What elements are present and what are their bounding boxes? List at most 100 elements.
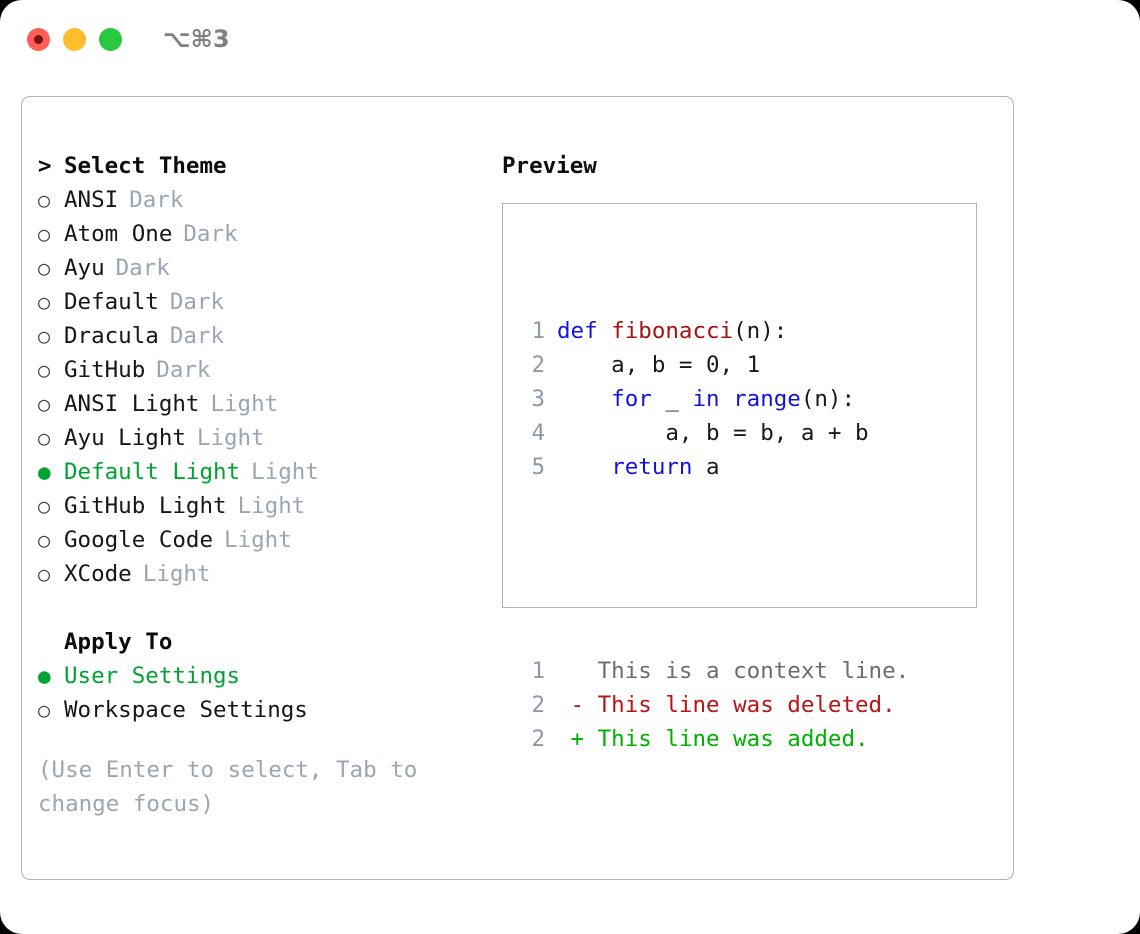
theme-item[interactable]: ○ Dracula Dark [38, 319, 488, 353]
diff-line: 2 + This line was added. [519, 722, 909, 756]
theme-item[interactable]: ○ ANSI Dark [38, 183, 488, 217]
apply-to-item-label: Workspace Settings [64, 697, 308, 723]
code-token: a, b = b, a + b [557, 420, 869, 446]
diff-line: 2 - This line was deleted. [519, 688, 909, 722]
theme-item-label: Default Light [64, 459, 241, 485]
theme-item[interactable]: ○ Atom One Dark [38, 217, 488, 251]
diff-line-number: 2 [531, 726, 545, 752]
radio-unselected-icon: ○ [38, 494, 51, 518]
theme-item-variant-tag: Light [237, 493, 306, 519]
radio-unselected-icon: ○ [38, 256, 51, 280]
theme-item[interactable]: ○ Default Dark [38, 285, 488, 319]
close-button[interactable] [27, 27, 50, 51]
code-line-number: 4 [531, 420, 545, 446]
theme-item-label: Google Code [64, 527, 214, 553]
code-token: def [557, 318, 612, 344]
radio-unselected-icon: ○ [38, 562, 51, 586]
radio-unselected-icon: ○ [38, 324, 51, 348]
code-token [720, 382, 734, 416]
code-token [557, 450, 611, 484]
code-token: (n): [733, 318, 788, 344]
keyboard-hint-text: (Use Enter to select, Tab to change focu… [38, 757, 431, 817]
theme-item-label: Default [64, 289, 159, 315]
code-token: a [692, 454, 720, 480]
select-theme-heading-label: Select Theme [64, 153, 227, 179]
apply-to-item-label: User Settings [64, 663, 241, 689]
apply-to-list: ● User Settings ○ Workspace Settings [38, 659, 488, 727]
theme-item-variant-tag: Dark [183, 221, 238, 247]
apply-to-heading-label: Apply To [64, 629, 173, 655]
code-token: return [611, 454, 693, 480]
code-token: in [692, 386, 720, 412]
code-diff-spacer [519, 552, 909, 586]
radio-unselected-icon: ○ [38, 698, 51, 722]
theme-item-label: XCode [64, 561, 132, 587]
radio-unselected-icon: ○ [38, 188, 51, 212]
theme-item-label: ANSI [64, 187, 119, 213]
code-line-number: 5 [531, 454, 545, 480]
theme-item-label: Ayu Light [64, 425, 186, 451]
radio-unselected-icon: ○ [38, 222, 51, 246]
apply-to-item[interactable]: ○ Workspace Settings [38, 693, 488, 727]
diff-line: 1 This is a context line. [519, 654, 909, 688]
radio-selected-icon: ● [38, 460, 51, 484]
preview-title: Preview [502, 153, 597, 179]
code-line-number: 3 [531, 386, 545, 412]
code-line: 2 a, b = 0, 1 [519, 348, 909, 382]
diff-line-text: This is a context line. [557, 658, 910, 684]
code-line: 5 return a [519, 450, 909, 484]
theme-item[interactable]: ○ GitHub Light Light [38, 489, 488, 523]
radio-unselected-icon: ○ [38, 528, 51, 552]
apply-to-item[interactable]: ● User Settings [38, 659, 488, 693]
theme-item-variant-tag: Dark [156, 357, 211, 383]
theme-item-variant-tag: Light [196, 425, 265, 451]
code-token: fibonacci [611, 318, 734, 344]
diff-sample: 1 This is a context line.2 - This line w… [519, 654, 909, 756]
traffic-light-buttons [27, 27, 122, 51]
code-line: 4 a, b = b, a + b [519, 416, 909, 450]
theme-item[interactable]: ● Default Light Light [38, 455, 488, 489]
radio-selected-icon: ● [38, 664, 51, 688]
code-line-number: 1 [531, 318, 545, 344]
theme-item-label: Dracula [64, 323, 159, 349]
code-line: 3 for _ in range(n): [519, 382, 909, 416]
code-token: a, b = 0, 1 [557, 352, 761, 378]
theme-item[interactable]: ○ XCode Light [38, 557, 488, 591]
diff-line-number: 2 [531, 692, 545, 718]
diff-line-number: 1 [531, 658, 545, 684]
radio-unselected-icon: ○ [38, 392, 51, 416]
theme-item-variant-tag: Light [142, 561, 211, 587]
section-spacer [38, 591, 488, 625]
code-line: 1 def fibonacci(n): [519, 314, 909, 348]
diff-line-text: + This line was added. [557, 726, 869, 752]
apply-to-heading: Apply To [38, 625, 488, 659]
theme-item[interactable]: ○ ANSI Light Light [38, 387, 488, 421]
theme-item-variant-tag: Dark [115, 255, 170, 281]
theme-item-label: ANSI Light [64, 391, 200, 417]
theme-item-variant-tag: Light [210, 391, 279, 417]
minimize-button[interactable] [63, 27, 86, 51]
code-line-number: 2 [531, 352, 545, 378]
theme-item-variant-tag: Dark [169, 323, 225, 349]
theme-item-variant-tag: Dark [169, 289, 225, 315]
theme-item-variant-tag: Dark [129, 187, 184, 213]
theme-item-label: Atom One [64, 221, 173, 247]
code-token [557, 382, 611, 416]
code-token: (n): [800, 386, 856, 412]
theme-item-label: GitHub Light [64, 493, 227, 519]
radio-unselected-icon: ○ [38, 290, 51, 314]
theme-item-variant-tag: Light [251, 459, 319, 485]
maximize-button[interactable] [99, 27, 122, 51]
